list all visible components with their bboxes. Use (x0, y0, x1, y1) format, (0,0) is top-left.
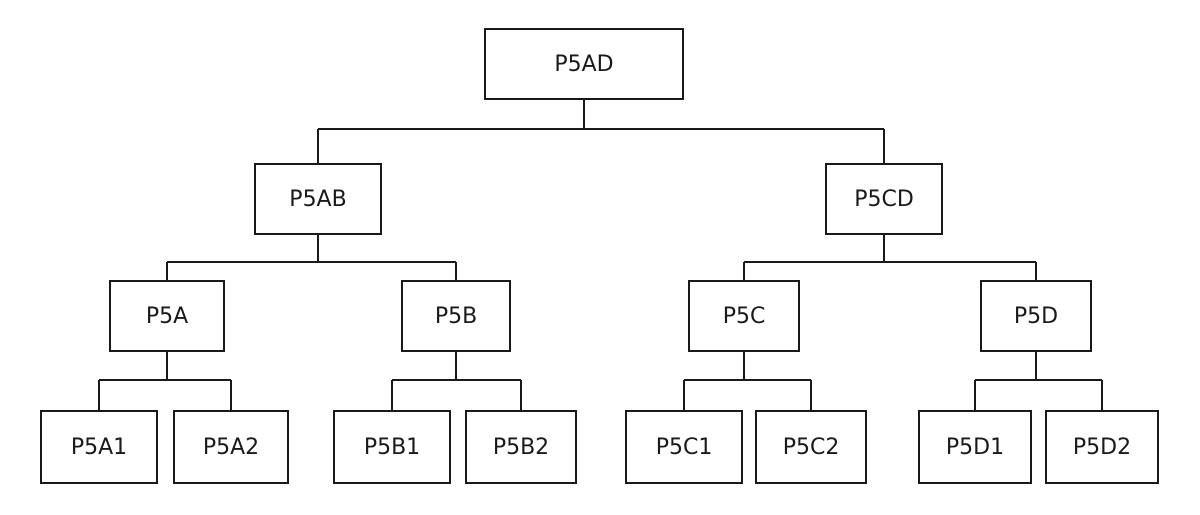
node-p5b2: P5B2 (465, 410, 577, 484)
node-p5d2: P5D2 (1045, 410, 1159, 484)
node-p5a: P5A (109, 280, 225, 352)
node-p5b: P5B (401, 280, 511, 352)
node-p5cd: P5CD (825, 163, 943, 235)
node-p5ab: P5AB (254, 163, 382, 235)
node-p5d: P5D (980, 280, 1092, 352)
node-p5a1: P5A1 (40, 410, 158, 484)
node-p5c2: P5C2 (755, 410, 867, 484)
node-p5c1: P5C1 (625, 410, 743, 484)
node-p5d1: P5D1 (918, 410, 1032, 484)
node-p5ad: P5AD (484, 28, 684, 100)
node-p5c: P5C (688, 280, 800, 352)
node-p5a2: P5A2 (173, 410, 289, 484)
node-p5b1: P5B1 (333, 410, 451, 484)
